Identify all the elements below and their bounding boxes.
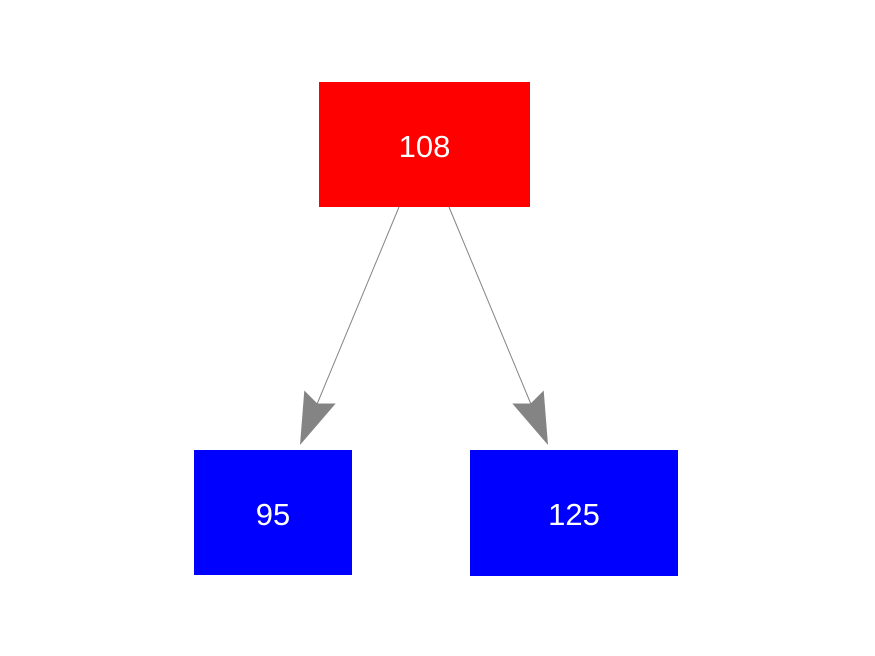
- arrowhead-icon: [300, 390, 336, 445]
- edge-root-to-left-child: [300, 206, 400, 445]
- node-label: 95: [255, 496, 291, 532]
- tree-node-left-child[interactable]: 95: [194, 450, 352, 575]
- tree-node-right-child[interactable]: 125: [470, 450, 678, 576]
- edge-line: [316, 206, 400, 404]
- node-label: 125: [548, 497, 600, 532]
- node-label: 108: [398, 128, 451, 164]
- arrowhead-icon: [512, 390, 548, 445]
- edge-line: [448, 206, 532, 404]
- edge-root-to-right-child: [448, 206, 548, 445]
- tree-node-root[interactable]: 108: [319, 82, 530, 207]
